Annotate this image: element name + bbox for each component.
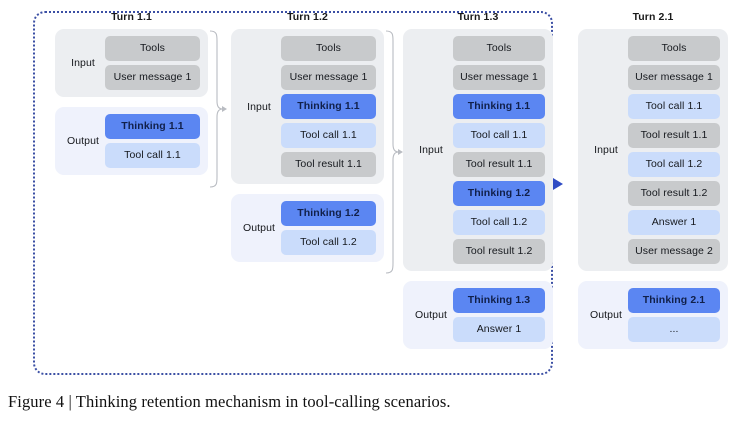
brace-arrow-icon-2 (398, 148, 403, 155)
input-panel-2: Input Tools User message 1 Thinking 1.1 … (231, 29, 384, 184)
chip-item[interactable]: Tool call 1.1 (281, 123, 376, 148)
chip-item[interactable]: Thinking 1.2 (281, 201, 376, 226)
output-stack-2: Thinking 1.2 Tool call 1.2 (281, 201, 376, 255)
chip-item[interactable]: Tools (105, 36, 200, 61)
figure-diagram: Turn 1.1 Input Tools User message 1 Outp… (33, 11, 728, 375)
output-stack-1: Thinking 1.1 Tool call 1.1 (105, 114, 200, 168)
chip-item[interactable]: Tool call 1.1 (453, 123, 545, 148)
input-stack-3: Tools User message 1 Thinking 1.1 Tool c… (453, 36, 545, 264)
chip-item[interactable]: Tool call 1.2 (281, 230, 376, 255)
input-label-3: Input (419, 144, 443, 156)
output-panel-3: Output Thinking 1.3 Answer 1 (403, 281, 553, 349)
chip-item[interactable]: Thinking 2.1 (628, 288, 720, 313)
chip-item[interactable]: Thinking 1.1 (105, 114, 200, 139)
chip-item[interactable]: Tools (281, 36, 376, 61)
output-label-1: Output (66, 135, 100, 147)
chip-item[interactable]: Tool call 1.1 (105, 143, 200, 168)
output-panel-1: Output Thinking 1.1 Tool call 1.1 (55, 107, 208, 175)
chip-item[interactable]: ... (628, 317, 720, 342)
chip-item[interactable]: Answer 1 (628, 210, 720, 235)
input-stack-1: Tools User message 1 (105, 36, 200, 90)
chip-item[interactable]: Thinking 1.1 (453, 94, 545, 119)
input-panel-4: Input Tools User message 1 Tool call 1.1… (578, 29, 728, 271)
input-stack-2: Tools User message 1 Thinking 1.1 Tool c… (281, 36, 376, 177)
chip-item[interactable]: Tool call 1.2 (628, 152, 720, 177)
output-label-3: Output (414, 309, 448, 321)
turn-column-1: Turn 1.1 Input Tools User message 1 Outp… (55, 11, 208, 175)
chip-item[interactable]: User message 1 (453, 65, 545, 90)
chip-item[interactable]: Tools (628, 36, 720, 61)
chip-item[interactable]: User message 1 (628, 65, 720, 90)
turn-title-1: Turn 1.1 (111, 11, 152, 23)
chip-item[interactable]: Tools (453, 36, 545, 61)
output-panel-2: Output Thinking 1.2 Tool call 1.2 (231, 194, 384, 262)
chip-item[interactable]: Tool result 1.1 (281, 152, 376, 177)
chip-item[interactable]: User message 1 (105, 65, 200, 90)
turn-column-2: Turn 1.2 Input Tools User message 1 Thin… (231, 11, 384, 262)
chip-item[interactable]: Tool result 1.2 (453, 239, 545, 264)
brace-arrow-icon-1 (222, 105, 227, 112)
output-label-4: Output (589, 309, 623, 321)
output-label-2: Output (242, 222, 276, 234)
input-stack-4: Tools User message 1 Tool call 1.1 Tool … (628, 36, 720, 264)
turn-title-3: Turn 1.3 (457, 11, 499, 23)
turn-title-2: Turn 1.2 (287, 11, 328, 23)
output-stack-4: Thinking 2.1 ... (628, 288, 720, 342)
input-panel-1: Input Tools User message 1 (55, 29, 208, 97)
chip-item[interactable]: Thinking 1.3 (453, 288, 545, 313)
chip-item[interactable]: Tool call 1.1 (628, 94, 720, 119)
input-label-1: Input (71, 57, 95, 69)
chip-item[interactable]: User message 2 (628, 239, 720, 264)
chip-item[interactable]: Tool result 1.1 (628, 123, 720, 148)
turn-column-4: Turn 2.1 Input Tools User message 1 Tool… (578, 11, 728, 349)
chip-item[interactable]: Answer 1 (453, 317, 545, 342)
output-panel-4: Output Thinking 2.1 ... (578, 281, 728, 349)
group-arrow-head-icon (553, 178, 563, 190)
turn-title-4: Turn 2.1 (632, 11, 674, 23)
chip-item[interactable]: Thinking 1.1 (281, 94, 376, 119)
output-stack-3: Thinking 1.3 Answer 1 (453, 288, 545, 342)
chip-item[interactable]: Tool result 1.1 (453, 152, 545, 177)
turn-column-3: Turn 1.3 Input Tools User message 1 Thin… (403, 11, 553, 349)
chip-item[interactable]: Thinking 1.2 (453, 181, 545, 206)
input-panel-3: Input Tools User message 1 Thinking 1.1 … (403, 29, 553, 271)
figure-caption: Figure 4 | Thinking retention mechanism … (8, 392, 451, 411)
chip-item[interactable]: Tool call 1.2 (453, 210, 545, 235)
chip-item[interactable]: User message 1 (281, 65, 376, 90)
chip-item[interactable]: Tool result 1.2 (628, 181, 720, 206)
input-label-2: Input (247, 100, 271, 113)
input-label-4: Input (594, 144, 618, 156)
